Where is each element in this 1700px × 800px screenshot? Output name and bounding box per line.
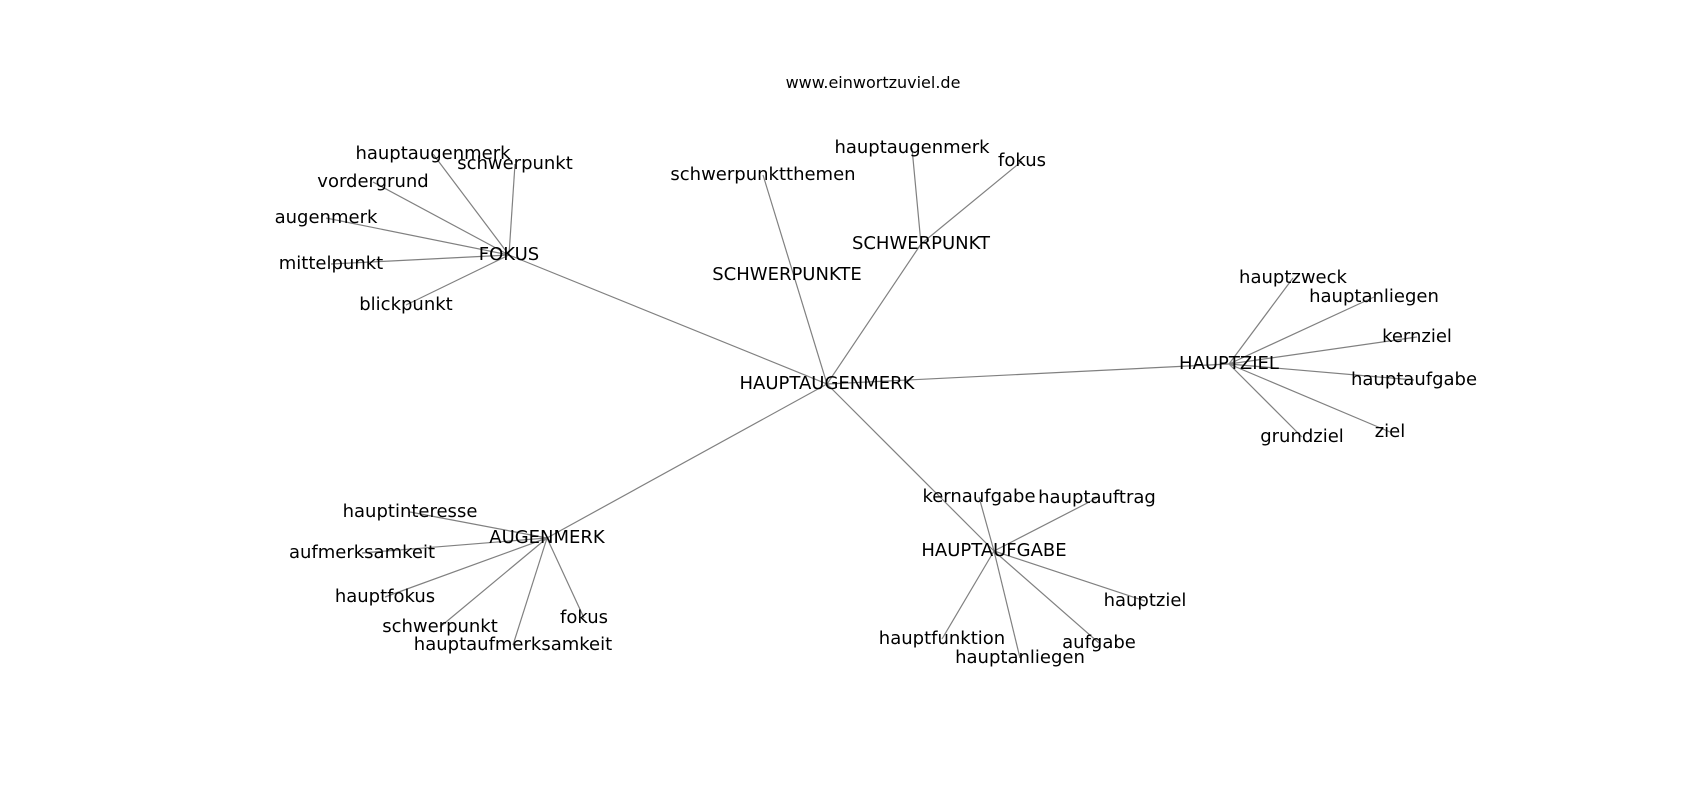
edge-augenmerk-leaf-5: [546, 537, 585, 619]
edge-hauptziel-leaf-0: [1228, 277, 1294, 365]
edge-center-augenmerk: [546, 383, 828, 539]
node-hub-hauptziel: HAUPTZIEL: [1179, 353, 1279, 374]
node-leaf-fokus-2: vordergrund: [317, 171, 428, 192]
node-hub-fokus: FOKUS: [479, 244, 539, 265]
node-leaf-fokus-1: schwerpunkt: [457, 153, 573, 174]
edge-hauptziel-leaf-4: [1228, 363, 1391, 433]
edge-fokus-leaf-0: [432, 153, 510, 256]
edge-center-hauptaufgabe: [826, 383, 995, 552]
node-hub-schwerpunkte: SCHWERPUNKTE: [712, 264, 861, 285]
labels-layer: www.einwortzuviel.de HAUPTAUGENMERK FOKUS…: [275, 73, 1477, 668]
node-leaf-augenmerk-2: hauptfokus: [335, 586, 435, 607]
edge-hauptziel-leaf-1: [1228, 296, 1375, 365]
edge-hauptaufgabe-leaf-1: [993, 497, 1098, 552]
edge-hauptziel-leaf-3: [1228, 363, 1415, 381]
node-leaf-hauptziel-4: ziel: [1375, 421, 1406, 442]
node-leaf-hauptaufgabe-2: hauptziel: [1104, 590, 1187, 611]
edges-layer: [325, 147, 1418, 659]
node-leaf-hauptziel-1: hauptanliegen: [1309, 286, 1439, 307]
edge-hauptaufgabe-leaf-4: [993, 550, 1021, 659]
edge-hauptaufgabe-leaf-5: [993, 550, 1100, 644]
edge-schwerpunkt-leaf-1: [920, 160, 1023, 245]
node-leaf-hauptaufgabe-1: hauptauftrag: [1038, 487, 1156, 508]
node-leaf-augenmerk-5: fokus: [560, 607, 608, 628]
node-leaf-hauptaufgabe-5: aufgabe: [1062, 632, 1136, 653]
node-leaf-hauptziel-3: hauptaufgabe: [1351, 369, 1477, 390]
node-leaf-augenmerk-3: schwerpunkt: [382, 616, 498, 637]
node-leaf-augenmerk-1: aufmerksamkeit: [289, 542, 435, 563]
edge-center-hauptziel: [826, 363, 1230, 385]
node-leaf-schwerpunkt-1: fokus: [998, 150, 1046, 171]
node-leaf-augenmerk-0: hauptinteresse: [343, 501, 478, 522]
node-leaf-schwerpunkte-0: schwerpunktthemen: [670, 164, 855, 185]
node-leaf-hauptziel-2: kernziel: [1382, 326, 1452, 347]
node-leaf-fokus-3: augenmerk: [275, 207, 378, 228]
node-leaf-schwerpunkt-0: hauptaugenmerk: [834, 137, 990, 158]
edge-schwerpunkt-leaf-0: [911, 147, 922, 245]
edge-hauptziel-leaf-5: [1228, 363, 1303, 438]
edge-fokus-leaf-2: [372, 181, 510, 256]
edge-fokus-leaf-1: [508, 163, 516, 256]
node-leaf-hauptziel-5: grundziel: [1260, 426, 1344, 447]
node-hub-hauptaufgabe: HAUPTAUFGABE: [921, 540, 1066, 561]
node-leaf-augenmerk-4: hauptaufmerksamkeit: [414, 634, 612, 655]
site-url-label: www.einwortzuviel.de: [786, 73, 961, 92]
node-leaf-hauptaufgabe-4: hauptanliegen: [955, 647, 1085, 668]
edge-augenmerk-leaf-0: [409, 511, 548, 539]
edge-fokus-leaf-5: [405, 254, 510, 306]
node-leaf-fokus-0: hauptaugenmerk: [355, 143, 511, 164]
edge-hauptaufgabe-leaf-2: [993, 550, 1146, 602]
edge-hauptaufgabe-leaf-3: [941, 550, 995, 640]
edge-augenmerk-leaf-2: [384, 537, 548, 598]
edge-augenmerk-leaf-4: [512, 537, 548, 646]
edge-fokus-leaf-4: [330, 254, 510, 265]
node-leaf-fokus-5: blickpunkt: [359, 294, 452, 315]
node-leaf-hauptziel-0: hauptzweck: [1239, 267, 1347, 288]
node-leaf-hauptaufgabe-3: hauptfunktion: [879, 628, 1005, 649]
node-leaf-hauptaufgabe-0: kernaufgabe: [922, 486, 1035, 507]
node-center: HAUPTAUGENMERK: [740, 373, 916, 394]
edge-center-fokus: [508, 254, 828, 385]
edge-hauptziel-leaf-2: [1228, 336, 1418, 365]
node-hub-augenmerk: AUGENMERK: [489, 527, 606, 548]
edge-fokus-leaf-3: [325, 217, 510, 256]
node-hub-schwerpunkt: SCHWERPUNKT: [852, 233, 991, 254]
edge-augenmerk-leaf-1: [361, 537, 548, 554]
edge-augenmerk-leaf-3: [439, 537, 548, 628]
edge-center-schwerpunkte-leaf-0: [762, 174, 828, 385]
edge-hauptaufgabe-leaf-0: [978, 496, 995, 552]
edge-center-schwerpunkt: [826, 243, 922, 385]
node-leaf-fokus-4: mittelpunkt: [279, 253, 383, 274]
